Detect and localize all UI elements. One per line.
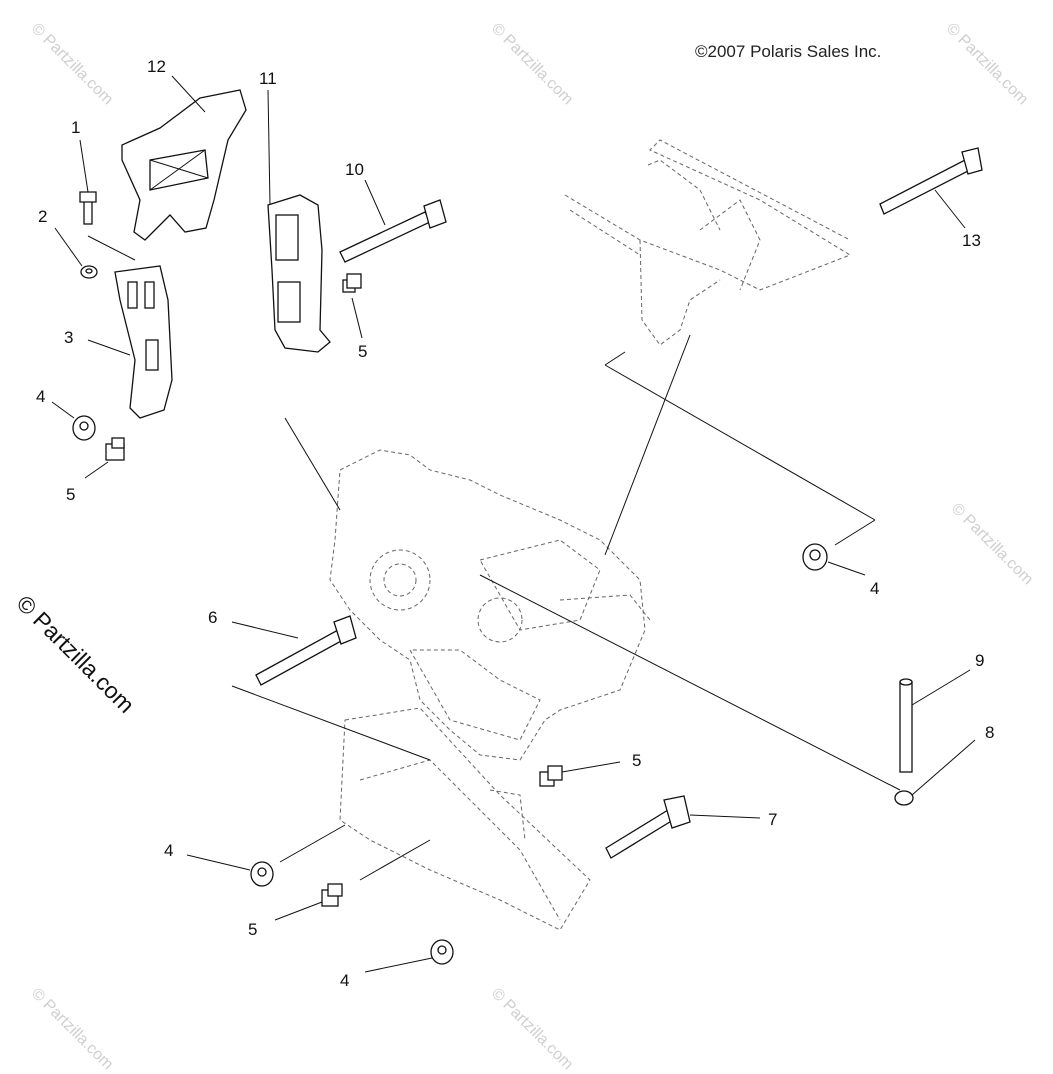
- parts-diagram: 12 11 1 10 2 13 3 5 4 5 4 6 9 8 5 7 4 5 …: [36, 57, 994, 990]
- frame-lower: [339, 707, 591, 931]
- engine-mount-bracket-right: [267, 194, 331, 353]
- callout-9: 9: [975, 651, 984, 670]
- frame-upper: [564, 139, 852, 346]
- callout-labels: 12 11 1 10 2 13 3 5 4 5 4 6 9 8 5 7 4 5 …: [36, 57, 994, 990]
- short-bolt-middle: [539, 765, 563, 787]
- callout-13: 13: [962, 231, 981, 250]
- callout-4-lower: 4: [164, 841, 173, 860]
- short-bolt-upper: [342, 273, 362, 293]
- callout-4-left: 4: [36, 387, 45, 406]
- callout-5-lower: 5: [248, 920, 257, 939]
- short-bolt-lower: [321, 883, 343, 907]
- callout-5-left: 5: [66, 485, 75, 504]
- callout-10: 10: [345, 160, 364, 179]
- callout-7: 7: [768, 810, 777, 829]
- long-bolt-left: [255, 615, 357, 686]
- short-bolt-left: [105, 437, 125, 461]
- mount-bracket-plate: [121, 89, 247, 241]
- flange-nut-right: [802, 543, 828, 571]
- long-bolt-lower: [605, 795, 691, 859]
- engine-mount-bracket-left: [114, 265, 173, 419]
- flange-nut-lower-1: [250, 861, 274, 887]
- callout-5-middle: 5: [632, 751, 641, 770]
- long-bolt-upper: [339, 199, 447, 263]
- callout-8: 8: [985, 723, 994, 742]
- small-bolt: [79, 191, 97, 225]
- callout-leaders: [51, 75, 976, 973]
- assembly-lines: [87, 235, 901, 881]
- engine-assembly: [329, 449, 651, 761]
- callout-6: 6: [208, 608, 217, 627]
- flange-nut-lower-2: [430, 939, 454, 965]
- callout-4-right: 4: [870, 579, 879, 598]
- callout-1: 1: [71, 118, 80, 137]
- exploded-view-drawing: 12 11 1 10 2 13 3 5 4 5 4 6 9 8 5 7 4 5 …: [36, 57, 994, 990]
- callout-11: 11: [259, 69, 277, 88]
- callout-4-bottom: 4: [340, 971, 349, 990]
- callout-5-upper: 5: [358, 342, 367, 361]
- small-nut: [80, 265, 98, 279]
- flange-nut-left: [72, 415, 96, 441]
- callout-12: 12: [147, 57, 166, 76]
- callout-3: 3: [64, 328, 73, 347]
- small-nut-right: [894, 790, 914, 806]
- callout-2: 2: [38, 207, 47, 226]
- pin: [899, 678, 913, 773]
- copyright-text: ©2007 Polaris Sales Inc.: [695, 42, 882, 61]
- long-bolt-right: [879, 147, 983, 215]
